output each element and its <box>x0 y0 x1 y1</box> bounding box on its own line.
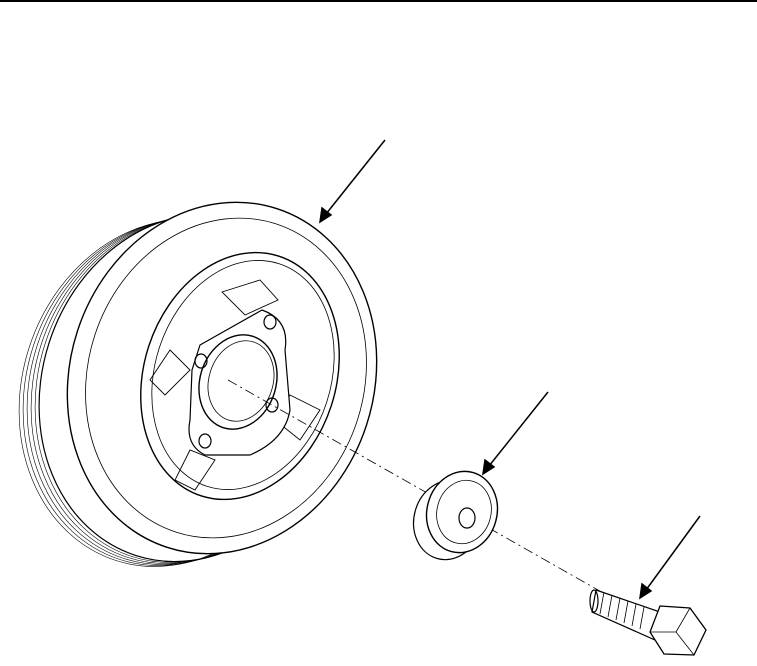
top-rule <box>0 0 757 2</box>
bolt-hex-head <box>649 605 707 656</box>
bolt <box>589 589 707 656</box>
pulley-hub-flange <box>188 309 291 456</box>
washer-hole <box>458 507 476 529</box>
leader-arrows <box>319 139 701 600</box>
centerline <box>227 379 666 629</box>
arrow-washer <box>482 391 549 476</box>
crankshaft-pulley <box>18 201 378 567</box>
pulley-recess <box>140 251 340 501</box>
arrow-bolt <box>639 515 701 600</box>
washer <box>412 470 499 561</box>
pulley-bolt-holes <box>194 314 279 449</box>
bolt-threads <box>589 589 661 641</box>
pulley-rim-inner <box>85 217 367 539</box>
pulley-bore <box>198 334 278 430</box>
arrow-pulley <box>319 139 386 224</box>
